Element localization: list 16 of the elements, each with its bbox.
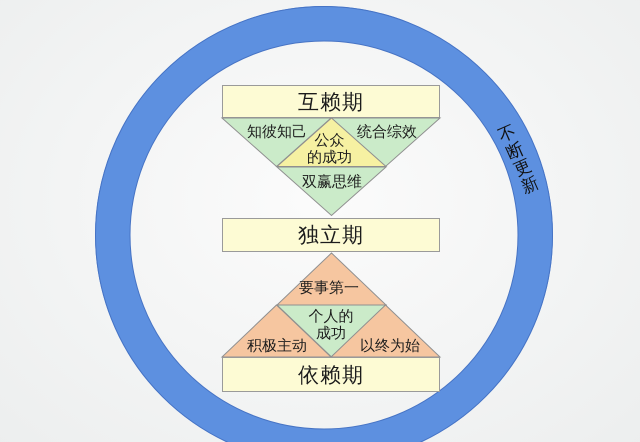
segment-label: 以终为始: [360, 337, 420, 355]
segment-label: 知彼知己: [247, 123, 307, 141]
segment-label: 统合综效: [357, 123, 417, 141]
segment-label: 公众的成功: [307, 132, 353, 166]
stage-bar: 依赖期: [222, 357, 440, 392]
triangle-segment: [276, 118, 386, 166]
ring-band: [95, 6, 553, 442]
segment-label: 个人的成功: [308, 308, 354, 342]
segment-label: 要事第一: [299, 279, 359, 297]
triangle-segment: [276, 253, 386, 305]
ring-label: 不断更新: [496, 122, 542, 198]
stage-bar: 互赖期: [222, 85, 440, 118]
segment-label: 双赢思维: [302, 173, 362, 191]
segment-label: 积极主动: [247, 337, 307, 355]
stage-bar: 独立期: [222, 218, 440, 252]
triangle-segment: [276, 166, 386, 215]
